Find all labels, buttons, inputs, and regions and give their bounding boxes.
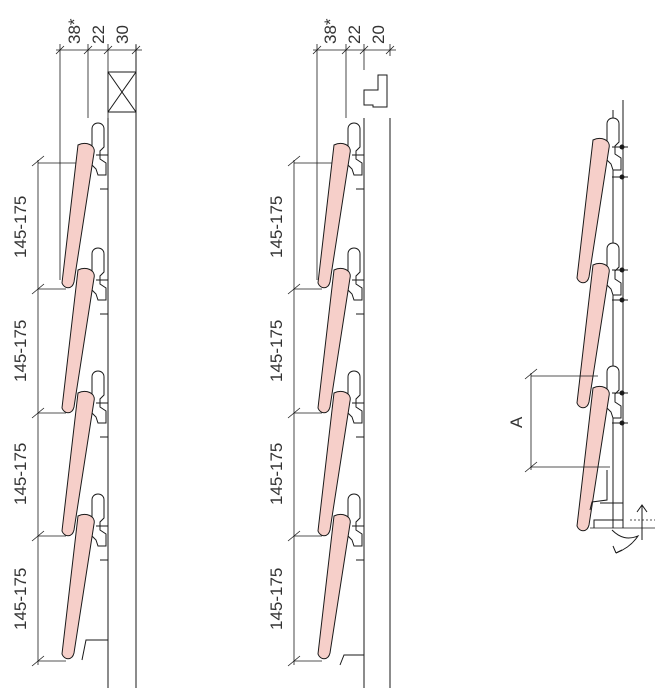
roof-tile — [576, 385, 610, 532]
tile-hook — [96, 525, 109, 561]
roof-tile — [317, 142, 351, 289]
panel-c: A — [507, 100, 655, 554]
spacing-label: 145-175 — [267, 320, 286, 382]
tile-clip — [606, 365, 622, 419]
tile-clip — [91, 370, 107, 424]
tile-stack — [317, 122, 365, 660]
roof-tile — [317, 390, 351, 537]
tile-hook — [352, 402, 365, 438]
tile-clip — [91, 493, 107, 547]
roof-tile — [61, 142, 95, 289]
spacing-label: 145-175 — [267, 196, 286, 258]
tile-clip — [347, 370, 363, 424]
tile-clip — [606, 117, 622, 171]
tile-clip — [606, 242, 622, 296]
spacing-label: 145-175 — [11, 320, 30, 382]
roof-tile — [317, 513, 351, 660]
tile-hook — [96, 402, 109, 438]
roof-tile — [317, 267, 351, 414]
dim-label: 22 — [89, 25, 108, 44]
tile-clip — [347, 493, 363, 547]
dim-label: 22 — [345, 25, 364, 44]
top-dimension — [55, 44, 142, 280]
tile-stack — [61, 122, 109, 660]
tile-hook — [352, 279, 365, 315]
panel-b: 38* 22 20 145-175 145-175 145-175 — [267, 18, 396, 688]
tile-clip — [91, 247, 107, 301]
spacing-label: 145-175 — [11, 196, 30, 258]
roof-tile — [576, 262, 610, 409]
tile-clip — [347, 122, 363, 176]
tile-hook — [352, 525, 365, 561]
spacing-dimension — [31, 155, 78, 667]
dim-label: 38* — [65, 18, 84, 44]
tile-hook — [96, 279, 109, 315]
eave-bracket — [81, 595, 109, 661]
overlap-label: A — [507, 416, 526, 428]
overlap-dimension — [524, 368, 610, 473]
roof-tile — [61, 390, 95, 537]
top-dimension — [312, 44, 396, 280]
panel-a: 38* 22 30 145-175 145-175 14 — [11, 18, 142, 688]
z-profile-symbol — [363, 74, 388, 108]
spacing-label: 145-175 — [267, 443, 286, 505]
roof-tile — [576, 137, 610, 284]
spacing-label: 145-175 — [11, 568, 30, 630]
roof-tile — [61, 267, 95, 414]
tile-hook — [96, 154, 109, 190]
tile-clip — [347, 247, 363, 301]
tile-stack — [576, 117, 622, 532]
dim-label: 30 — [113, 25, 132, 44]
spacing-label: 145-175 — [267, 568, 286, 630]
spacing-dimension — [287, 155, 334, 667]
eave-ventilation-detail — [589, 470, 655, 554]
tile-hook — [352, 154, 365, 190]
roof-tile — [61, 513, 95, 660]
spacing-label: 145-175 — [11, 443, 30, 505]
screw-fixings — [612, 144, 628, 426]
eave-bracket — [339, 595, 365, 666]
counter-batten-symbol — [107, 71, 137, 113]
dim-label: 20 — [369, 25, 388, 44]
dim-label: 38* — [321, 18, 340, 44]
tile-clip — [91, 122, 107, 176]
